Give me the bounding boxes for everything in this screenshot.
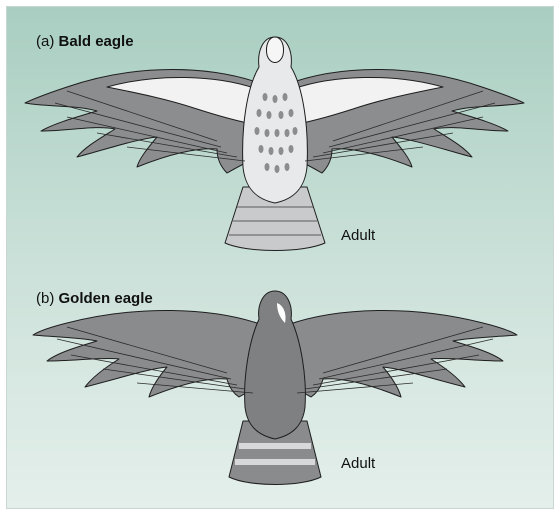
panel-a-age-label: Adult bbox=[341, 227, 375, 244]
panel-b-letter: (b) bbox=[36, 290, 54, 307]
bald-eagle-illustration bbox=[7, 7, 554, 509]
golden-eagle-body bbox=[245, 291, 306, 439]
panel-b-age-label: Adult bbox=[341, 455, 375, 472]
figure-frame: (a) Bald eagle bbox=[6, 6, 554, 509]
bald-eagle-head bbox=[266, 37, 283, 63]
panel-b-title: Golden eagle bbox=[59, 290, 153, 307]
panel-b-label: (b) Golden eagle bbox=[36, 290, 153, 307]
